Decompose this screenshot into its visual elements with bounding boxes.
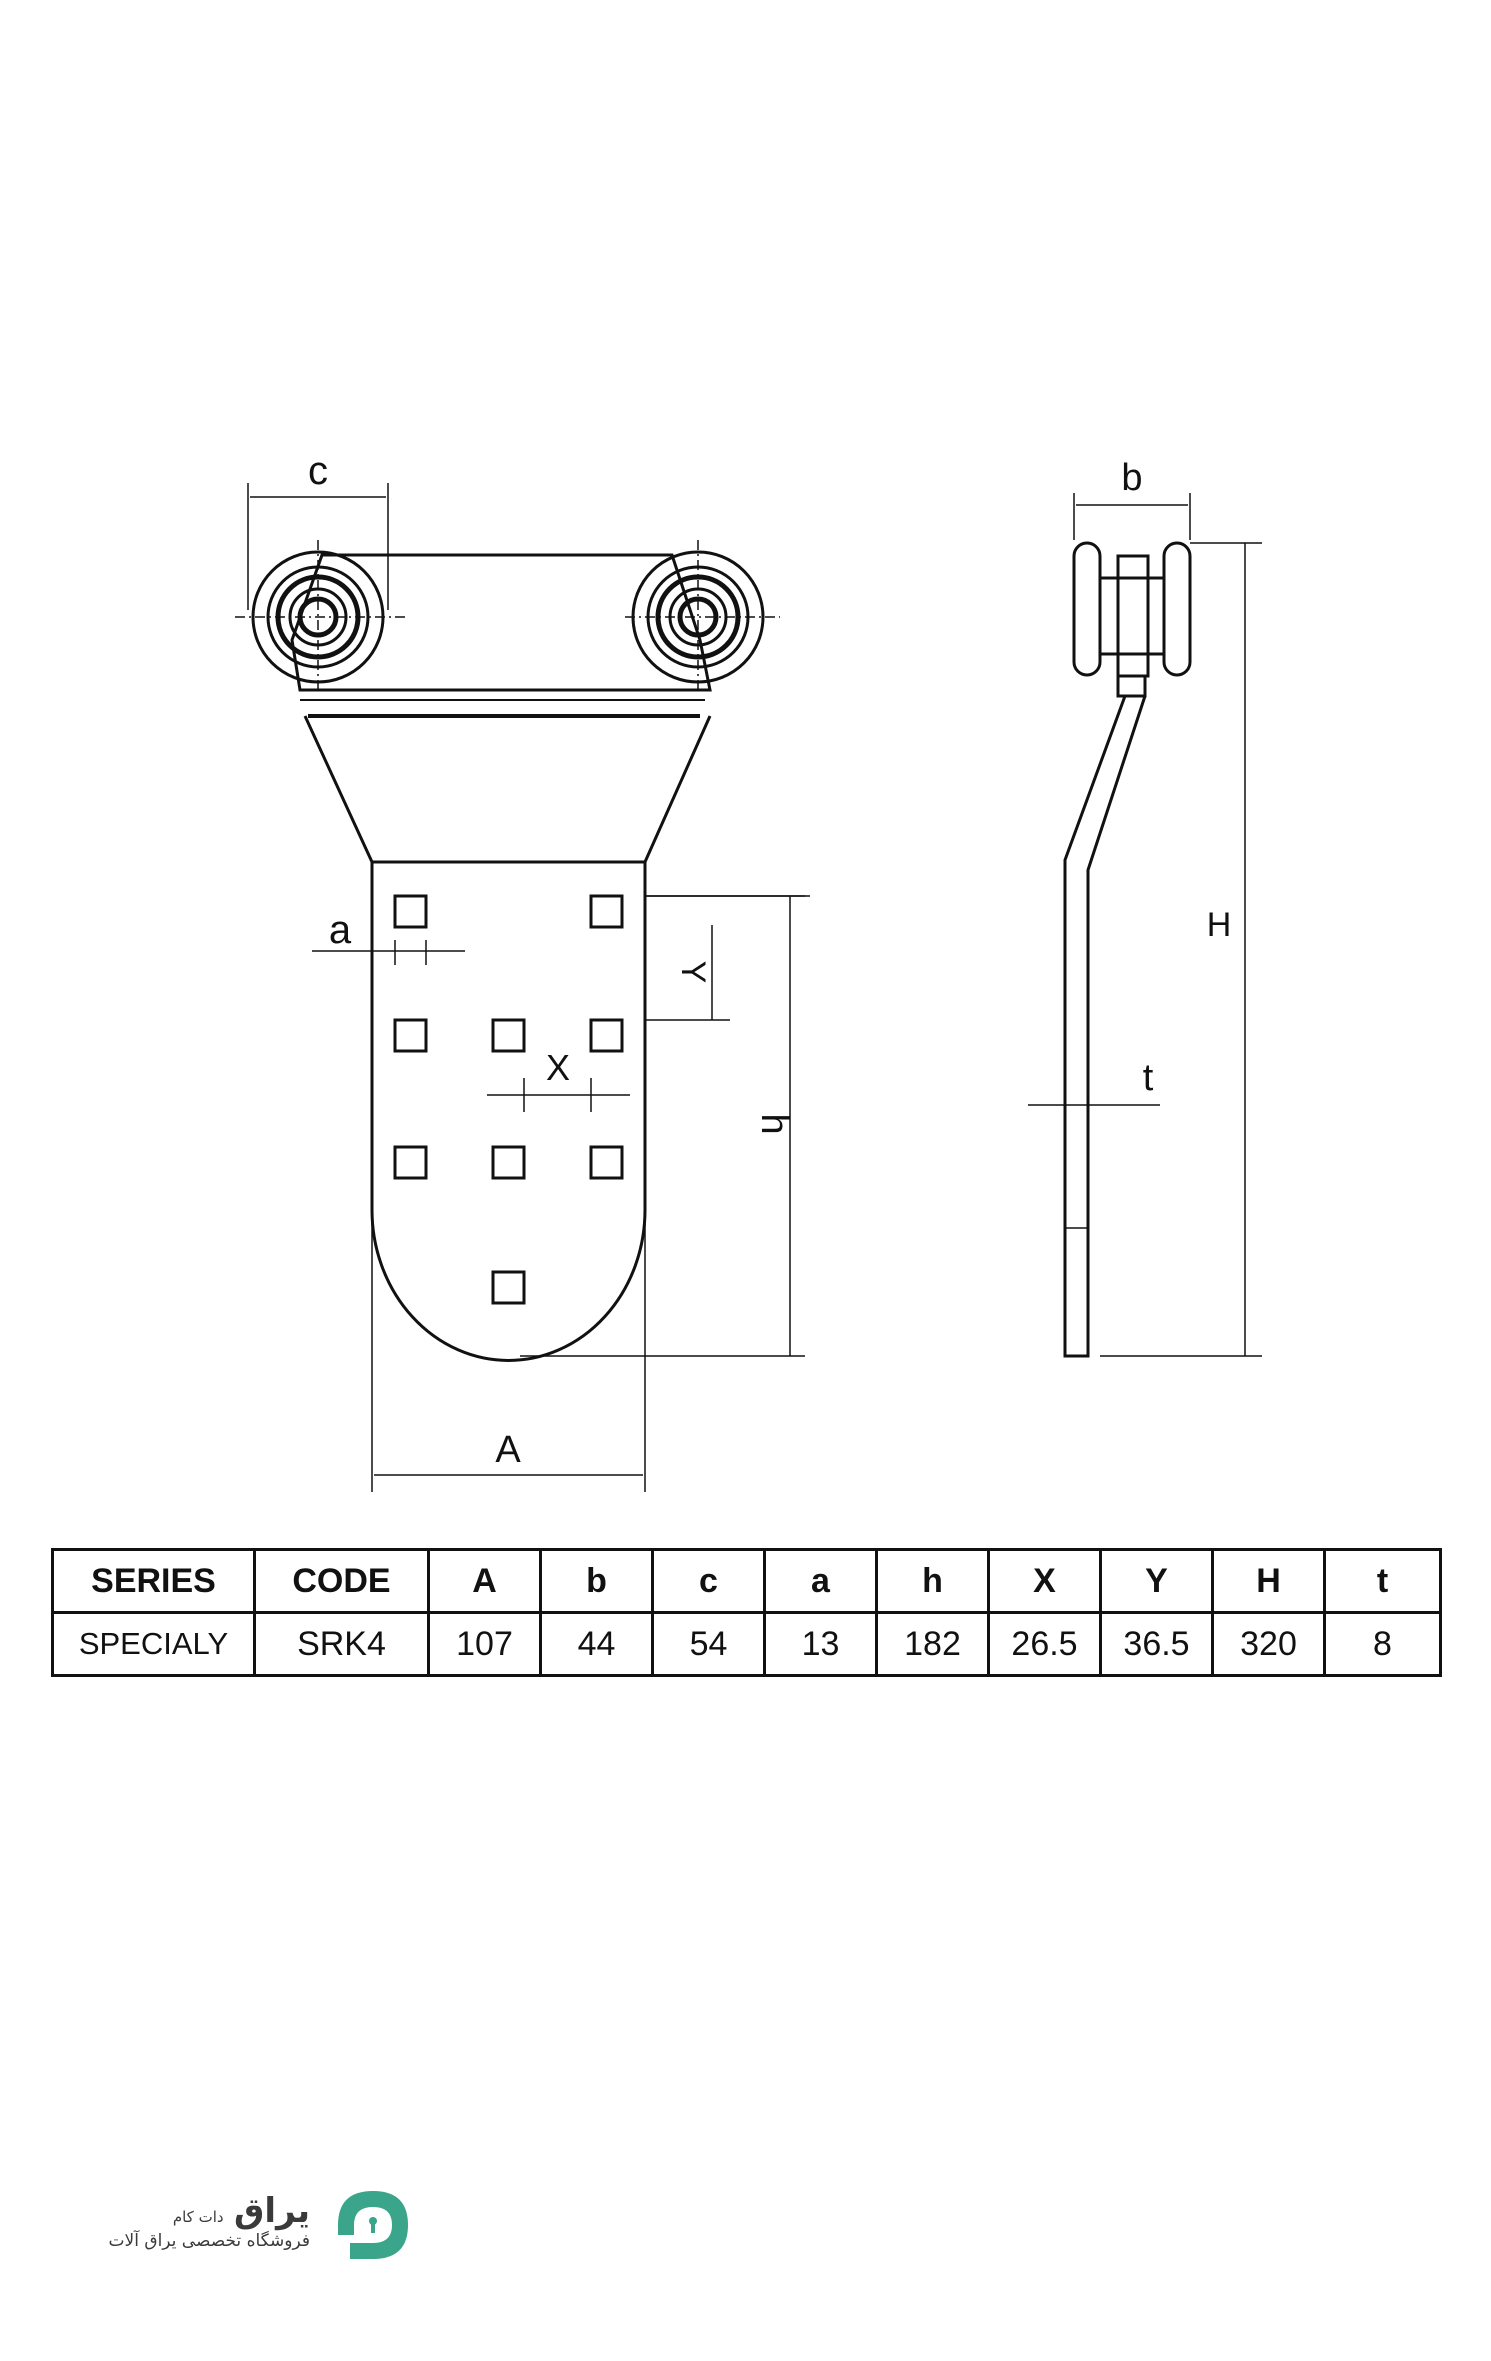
dim-x [487, 1078, 630, 1112]
dim-A [371, 1210, 646, 1492]
dim-y [645, 895, 810, 1021]
header-c: c [651, 1548, 766, 1614]
label-a: a [329, 908, 352, 952]
cell-X: 26.5 [987, 1611, 1102, 1677]
cell-a: 13 [763, 1611, 878, 1677]
header-h: h [875, 1548, 990, 1614]
label-H: H [1207, 906, 1232, 944]
cell-c: 54 [651, 1611, 766, 1677]
dim-c [247, 483, 389, 610]
dim-a [312, 940, 465, 965]
header-Y: Y [1099, 1548, 1214, 1614]
cell-series: SPECIALY [51, 1611, 256, 1677]
cell-H: 320 [1211, 1611, 1326, 1677]
side-view [1063, 541, 1192, 1358]
logo: یراق دات کام فروشگاه تخصصی یراق آلات [100, 2185, 430, 2265]
cell-t: 8 [1323, 1611, 1442, 1677]
label-x: X [546, 1047, 570, 1088]
label-y: Y [674, 961, 712, 984]
label-t: t [1143, 1057, 1154, 1099]
cell-Y: 36.5 [1099, 1611, 1214, 1677]
logo-mark-icon [338, 2191, 408, 2259]
header-A: A [427, 1548, 542, 1614]
logo-text: یراق دات کام فروشگاه تخصصی یراق آلات [109, 2191, 310, 2251]
dim-t [1028, 1095, 1160, 1115]
header-b: b [539, 1548, 654, 1614]
funnel-plate [303, 715, 712, 864]
mounting-plate [370, 860, 647, 1362]
mounting-holes [393, 894, 624, 1305]
table-row: SPECIALY SRK4 107 44 54 13 182 26.5 36.5… [51, 1611, 1442, 1677]
label-h: h [753, 1113, 795, 1134]
label-c: c [308, 449, 328, 493]
dim-H [1100, 542, 1262, 1357]
cell-h: 182 [875, 1611, 990, 1677]
dim-b [1073, 493, 1191, 540]
header-series: SERIES [51, 1548, 256, 1614]
label-A: A [495, 1429, 521, 1471]
header-t: t [1323, 1548, 1442, 1614]
header-X: X [987, 1548, 1102, 1614]
logo-tagline: فروشگاه تخصصی یراق آلات [108, 2231, 310, 2251]
table-header-row: SERIES CODE A b c a h X Y H t [51, 1548, 1442, 1614]
roller-bracket [290, 553, 712, 692]
spec-table: SERIES CODE A b c a h X Y H t SPECIALY S… [51, 1548, 1442, 1677]
dim-h [520, 895, 805, 1357]
logo-sub: دات کام [172, 2208, 224, 2226]
header-code: CODE [253, 1548, 430, 1614]
header-H: H [1211, 1548, 1326, 1614]
cell-b: 44 [539, 1611, 654, 1677]
cell-A: 107 [427, 1611, 542, 1677]
label-b: b [1121, 457, 1142, 499]
cell-code: SRK4 [253, 1611, 430, 1677]
header-a: a [763, 1548, 878, 1614]
logo-brand: یراق [234, 2191, 310, 2231]
